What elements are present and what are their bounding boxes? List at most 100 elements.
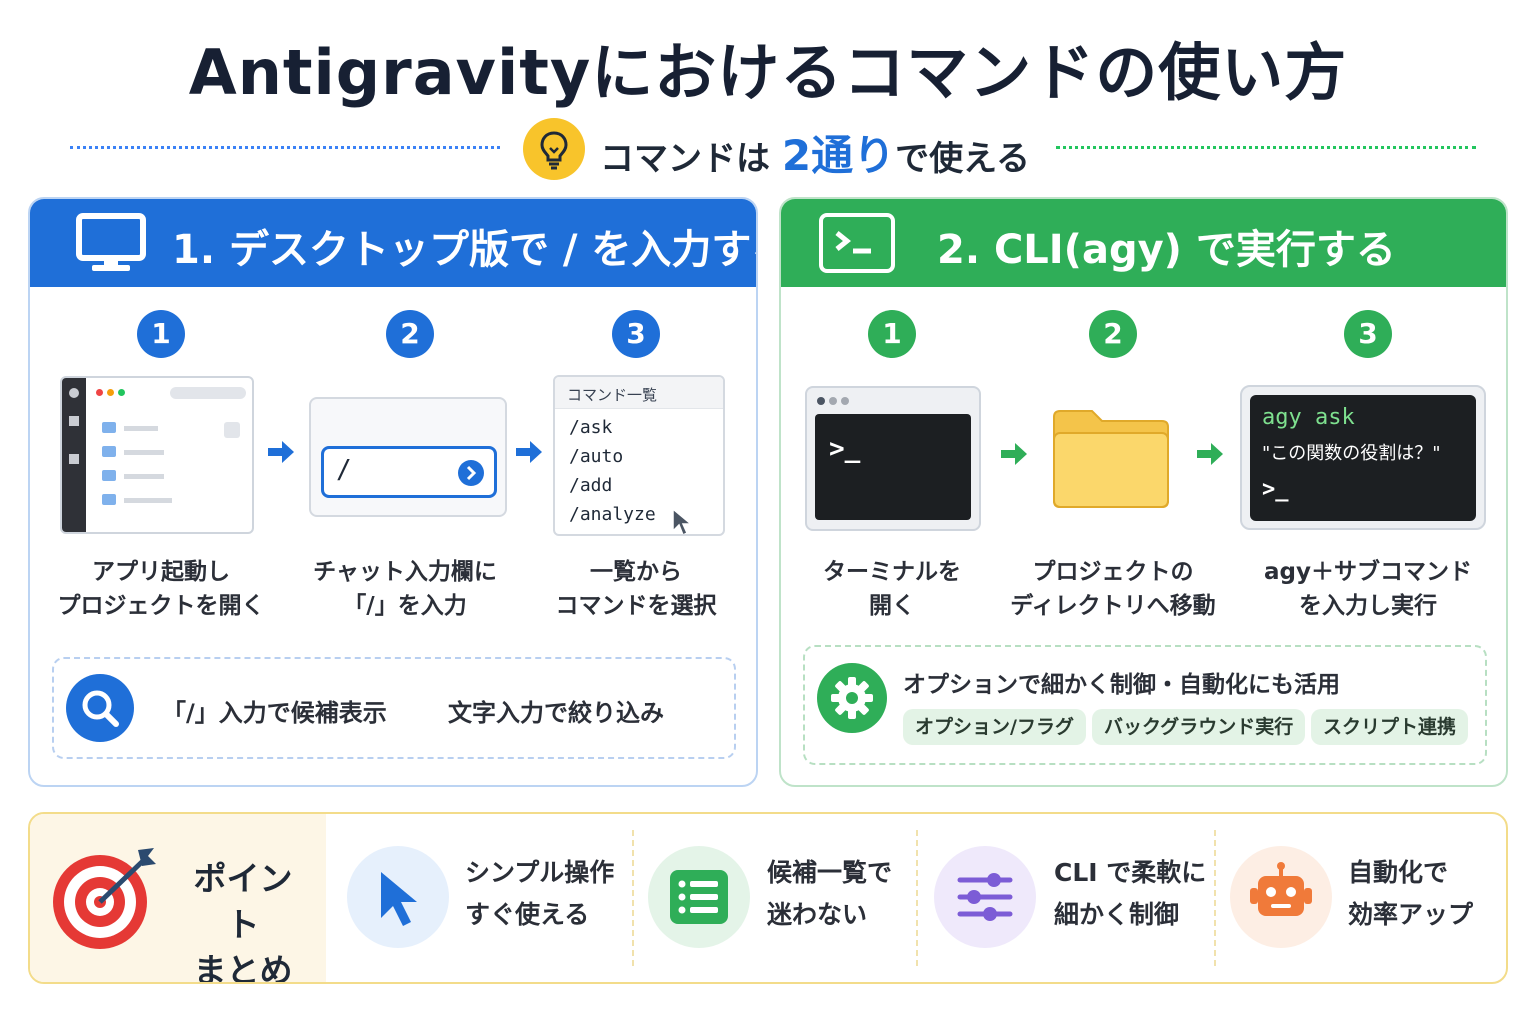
subtitle-after: で使える bbox=[895, 139, 1031, 179]
arrow-right-icon bbox=[514, 439, 544, 469]
summary-title-line: まとめ bbox=[193, 951, 293, 984]
mouse-pointer-icon bbox=[671, 507, 694, 534]
subtitle-row: コマンドは 2通りで使える bbox=[0, 112, 1536, 182]
summary-line: 細かく制御 bbox=[1054, 900, 1180, 929]
caption-line: 「/」を入力 bbox=[343, 593, 467, 619]
terminal-command-illustration: agy ask "この関数の役割は？" >_ bbox=[1240, 385, 1486, 530]
terminal-screen: agy ask "この関数の役割は？" >_ bbox=[1250, 395, 1476, 521]
chat-input-value: / bbox=[336, 455, 352, 485]
summary-heading-area: ポイント まとめ bbox=[30, 814, 326, 982]
summary-line: 自動化で bbox=[1348, 858, 1449, 887]
chat-input-illustration: / bbox=[309, 397, 507, 517]
caption-line: ディレクトリへ移動 bbox=[1010, 593, 1216, 619]
step-caption-2: チャット入力欄に 「/」を入力 bbox=[295, 555, 515, 623]
command-item[interactable]: /analyze bbox=[569, 504, 656, 525]
step-number-3: 3 bbox=[612, 310, 660, 358]
chat-input-field[interactable]: / bbox=[321, 446, 497, 498]
chip-script-integration: スクリプト連携 bbox=[1311, 709, 1469, 745]
robot-icon bbox=[1250, 862, 1312, 916]
send-button[interactable] bbox=[458, 460, 484, 486]
summary-icon-circle bbox=[347, 846, 449, 948]
caption-line: を入力し実行 bbox=[1299, 593, 1437, 619]
summary-item-text: 自動化で 効率アップ bbox=[1348, 852, 1473, 936]
step-number-1: 1 bbox=[868, 310, 916, 358]
step-caption-3: 一覧から コマンドを選択 bbox=[526, 555, 746, 623]
app-window-illustration bbox=[60, 376, 254, 534]
option-text: オプションで細かく制御・自動化にも活用 bbox=[903, 672, 1340, 698]
summary-panel: ポイント まとめ シンプル操作 すぐ使える 候補一覧で 迷わない bbox=[28, 812, 1508, 984]
terminal-argument: "この関数の役割は？" bbox=[1262, 443, 1441, 464]
subtitle-highlight: 2通り bbox=[781, 131, 896, 180]
summary-line: 効率アップ bbox=[1348, 900, 1474, 929]
step-number-3: 3 bbox=[1344, 310, 1392, 358]
desktop-panel-header: 1. デスクトップ版で / を入力する bbox=[30, 199, 756, 287]
terminal-screen: >_ bbox=[815, 414, 971, 520]
summary-line: CLI で柔軟に bbox=[1054, 858, 1207, 887]
summary-line: 候補一覧で bbox=[767, 858, 893, 887]
dotted-divider-left bbox=[70, 146, 500, 149]
desktop-panel: 1. デスクトップ版で / を入力する 1 2 3 bbox=[28, 197, 758, 787]
caption-line: チャット入力欄に bbox=[313, 559, 497, 585]
command-item[interactable]: /ask bbox=[569, 417, 613, 438]
tip-text-2: 文字入力で絞り込み bbox=[448, 699, 664, 727]
step-number-1: 1 bbox=[137, 310, 185, 358]
cli-panel: 2. CLI(agy) で実行する 1 2 3 >_ agy ask "この関数… bbox=[779, 197, 1508, 787]
step-caption-2: プロジェクトの ディレクトリへ移動 bbox=[1003, 555, 1223, 623]
divider bbox=[632, 830, 634, 966]
arrow-right-icon bbox=[999, 441, 1029, 471]
caption-line: プロジェクトの bbox=[1032, 559, 1194, 585]
terminal-icon bbox=[819, 213, 895, 273]
terminal-command: agy ask bbox=[1262, 405, 1355, 430]
summary-icon-circle bbox=[1230, 846, 1332, 948]
summary-title: ポイント まとめ bbox=[178, 856, 308, 984]
step-caption-1: アプリ起動し プロジェクトを開く bbox=[51, 555, 271, 623]
cli-panel-header: 2. CLI(agy) で実行する bbox=[781, 199, 1506, 287]
list-icon bbox=[670, 870, 728, 924]
caption-line: プロジェクトを開く bbox=[57, 593, 265, 619]
caption-line: agy＋サブコマンド bbox=[1264, 559, 1472, 585]
command-list-illustration: コマンド一覧 /ask /auto /add /analyze bbox=[553, 375, 725, 536]
terminal-prompt: >_ bbox=[829, 434, 861, 464]
caption-line: コマンドを選択 bbox=[555, 593, 717, 619]
sliders-icon bbox=[957, 873, 1013, 921]
arrow-right-icon bbox=[266, 439, 296, 469]
summary-line: すぐ使える bbox=[465, 900, 590, 929]
summary-line: シンプル操作 bbox=[465, 858, 615, 887]
summary-icon-circle bbox=[934, 846, 1036, 948]
target-icon bbox=[50, 844, 160, 958]
search-icon bbox=[66, 674, 134, 742]
monitor-icon bbox=[76, 213, 146, 277]
step-caption-3: agy＋サブコマンド を入力し実行 bbox=[1248, 555, 1488, 623]
cli-option-box: オプションで細かく制御・自動化にも活用 オプション/フラグ バックグラウンド実行… bbox=[803, 645, 1487, 765]
summary-icon-circle bbox=[648, 846, 750, 948]
caption-line: 開く bbox=[869, 593, 915, 619]
folder-icon bbox=[1050, 407, 1172, 515]
command-item[interactable]: /auto bbox=[569, 446, 624, 467]
desktop-heading: 1. デスクトップ版で / を入力する bbox=[172, 227, 758, 273]
dotted-divider-right bbox=[1056, 146, 1476, 149]
summary-line: 迷わない bbox=[767, 900, 868, 929]
gear-icon bbox=[817, 663, 887, 733]
terminal-window-illustration: >_ bbox=[805, 386, 981, 531]
summary-item-text: 候補一覧で 迷わない bbox=[767, 852, 892, 936]
caption-line: ターミナルを bbox=[823, 559, 961, 585]
chip-background-run: バックグラウンド実行 bbox=[1092, 709, 1306, 745]
chip-options-flags: オプション/フラグ bbox=[903, 709, 1086, 745]
app-sidebar bbox=[62, 378, 86, 532]
chevron-right-icon bbox=[466, 465, 477, 481]
cli-heading: 2. CLI(agy) で実行する bbox=[937, 227, 1396, 273]
subtitle-before: コマンドは bbox=[600, 139, 782, 179]
caption-line: 一覧から bbox=[590, 559, 682, 585]
summary-item-text: シンプル操作 すぐ使える bbox=[465, 852, 614, 936]
terminal-prompt: >_ bbox=[1262, 477, 1289, 502]
desktop-tip-box: 「/」入力で候補表示 文字入力で絞り込み bbox=[52, 657, 736, 759]
cursor-icon bbox=[381, 872, 417, 926]
caption-line: アプリ起動し bbox=[92, 559, 230, 585]
tip-text-1: 「/」入力で候補表示 bbox=[162, 699, 387, 727]
command-list-header: コマンド一覧 bbox=[555, 377, 723, 409]
command-list-title: コマンド一覧 bbox=[567, 386, 658, 404]
step-number-2: 2 bbox=[1089, 310, 1137, 358]
arrow-right-icon bbox=[1195, 441, 1225, 471]
command-item[interactable]: /add bbox=[569, 475, 613, 496]
summary-item-text: CLI で柔軟に 細かく制御 bbox=[1054, 852, 1206, 936]
